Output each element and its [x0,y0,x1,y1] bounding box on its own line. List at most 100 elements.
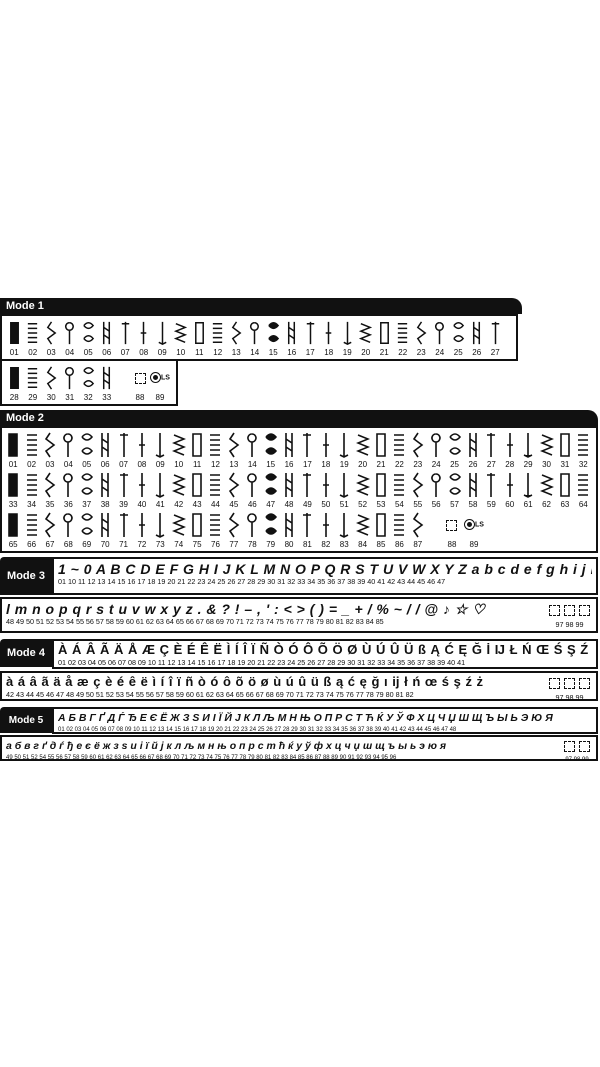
stitch-cell[interactable]: 72 [133,510,151,550]
stitch-cell[interactable]: 59 [482,470,500,510]
stitch-cell[interactable]: 04 [59,430,77,470]
stitch-cell[interactable]: 30 [42,363,61,403]
stitch-cell[interactable]: 62 [537,470,555,510]
stitch-cell[interactable]: 11 [190,318,209,358]
stitch-cell[interactable]: 33 [98,363,117,403]
stitch-cell[interactable]: 87 [409,510,427,550]
stitch-cell[interactable]: 86 [390,510,408,550]
stitch-cell[interactable]: 27 [482,430,500,470]
stitch-cell[interactable]: 20 [357,318,376,358]
stitch-cell[interactable]: 08 [133,430,151,470]
stitch-cell[interactable]: 79 [261,510,279,550]
stitch-cell[interactable]: 11 [188,430,206,470]
stitch-cell[interactable]: 40 [133,470,151,510]
stitch-cell[interactable]: 28 [501,430,519,470]
stitch-cell[interactable]: 33 [4,470,22,510]
stitch-cell[interactable]: 27 [486,318,505,358]
stitch-cell[interactable]: 07 [116,318,135,358]
stitch-cell[interactable]: 26 [468,318,487,358]
stitch-cell[interactable]: 18 [320,318,339,358]
stitch-cell[interactable]: 25 [445,430,463,470]
stitch-cell[interactable]: 02 [22,430,40,470]
stitch-cell[interactable]: 15 [264,318,283,358]
stitch-cell[interactable]: 76 [206,510,224,550]
stitch-cell[interactable]: 30 [537,430,555,470]
stitch-cell[interactable]: 31 [556,430,574,470]
stitch-cell[interactable]: 29 [519,430,537,470]
stitch-cell[interactable]: 80 [280,510,298,550]
stitch-cell[interactable]: 73 [151,510,169,550]
stitch-cell[interactable]: 09 [151,430,169,470]
stitch-cell[interactable]: 35 [41,470,59,510]
stitch-cell[interactable]: 01 [4,430,22,470]
stitch-cell[interactable]: 65 [4,510,22,550]
stitch-cell[interactable]: 19 [338,318,357,358]
stitch-cell[interactable]: 61 [519,470,537,510]
stitch-cell[interactable]: 54 [390,470,408,510]
stitch-cell[interactable]: 22 [394,318,413,358]
stitch-cell[interactable]: 06 [96,430,114,470]
stitch-cell[interactable]: 41 [151,470,169,510]
stitch-cell[interactable]: 21 [372,430,390,470]
stitch-cell[interactable]: 83 [335,510,353,550]
stitch-cell[interactable]: 55 [409,470,427,510]
stitch-cell[interactable]: 16 [283,318,302,358]
stitch-cell[interactable]: 20 [353,430,371,470]
stitch-cell[interactable]: 81 [298,510,316,550]
stitch-cell[interactable]: 43 [188,470,206,510]
stitch-cell[interactable]: 03 [41,430,59,470]
stitch-cell[interactable]: 57 [445,470,463,510]
stitch-cell[interactable]: 12 [206,430,224,470]
stitch-cell[interactable]: 82 [317,510,335,550]
stitch-cell[interactable]: 67 [41,510,59,550]
stitch-cell[interactable]: 88 [130,363,150,403]
stitch-cell[interactable]: 39 [114,470,132,510]
stitch-cell[interactable]: 85 [372,510,390,550]
stitch-cell[interactable]: 10 [170,430,188,470]
stitch-cell[interactable]: 14 [243,430,261,470]
stitch-cell[interactable]: 05 [79,318,98,358]
stitch-cell[interactable]: 84 [353,510,371,550]
stitch-cell[interactable]: 50 [317,470,335,510]
stitch-cell[interactable]: 17 [301,318,320,358]
stitch-cell[interactable]: 46 [243,470,261,510]
stitch-cell[interactable]: 56 [427,470,445,510]
stitch-cell[interactable]: 05 [78,430,96,470]
stitch-cell[interactable]: 24 [427,430,445,470]
stitch-cell[interactable]: 14 [246,318,265,358]
stitch-cell[interactable]: 22 [390,430,408,470]
stitch-cell[interactable]: 74 [170,510,188,550]
stitch-cell[interactable]: 71 [114,510,132,550]
stitch-cell[interactable]: 48 [280,470,298,510]
stitch-cell[interactable]: 68 [59,510,77,550]
stitch-cell[interactable]: 04 [61,318,80,358]
stitch-cell[interactable]: 77 [225,510,243,550]
stitch-cell[interactable]: 37 [78,470,96,510]
stitch-cell[interactable]: 23 [412,318,431,358]
stitch-cell[interactable]: 13 [227,318,246,358]
stitch-cell[interactable]: 53 [372,470,390,510]
stitch-cell[interactable]: 24 [431,318,450,358]
stitch-cell[interactable]: 44 [206,470,224,510]
stitch-cell[interactable]: 13 [225,430,243,470]
stitch-cell[interactable]: 09 [153,318,172,358]
stitch-cell[interactable]: 16 [280,430,298,470]
stitch-cell[interactable]: 70 [96,510,114,550]
stitch-cell[interactable]: 26 [464,430,482,470]
stitch-cell[interactable]: 23 [409,430,427,470]
stitch-cell[interactable]: 51 [335,470,353,510]
stitch-cell[interactable]: 69 [78,510,96,550]
stitch-cell[interactable]: 31 [61,363,80,403]
stitch-cell[interactable]: 42 [170,470,188,510]
stitch-cell[interactable]: 63 [556,470,574,510]
stitch-cell[interactable]: 47 [261,470,279,510]
stitch-cell[interactable]: 36 [59,470,77,510]
stitch-cell[interactable]: 25 [449,318,468,358]
stitch-cell[interactable]: 32 [574,430,592,470]
stitch-cell[interactable]: 06 [98,318,117,358]
stitch-cell[interactable]: 18 [317,430,335,470]
stitch-cell[interactable]: 19 [335,430,353,470]
stitch-cell[interactable]: 58 [464,470,482,510]
stitch-cell[interactable]: 21 [375,318,394,358]
